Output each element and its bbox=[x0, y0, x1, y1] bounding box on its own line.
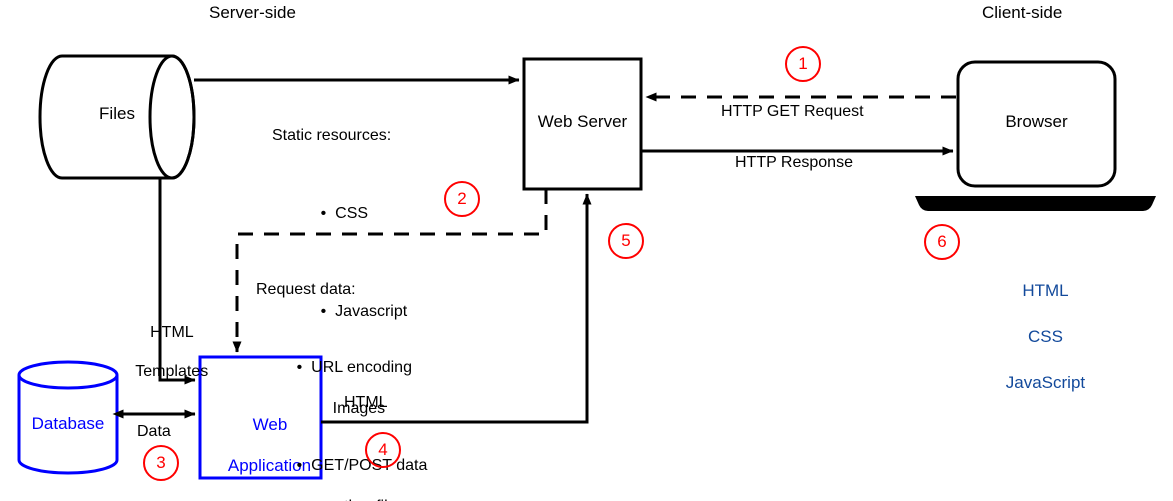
node-web-application-label-line1: Web bbox=[252, 414, 288, 434]
static-resources-heading: Static resources: bbox=[272, 127, 392, 145]
step-badge-3[interactable]: 3 bbox=[143, 445, 179, 481]
step-badge-1[interactable]: 1 bbox=[785, 46, 821, 82]
edge-label-html-templates: HTML Templates bbox=[115, 303, 211, 401]
node-web-application-label: Web Application bbox=[198, 394, 323, 498]
edge-label-static-resources: Static resources: • CSS • Javascript Ima… bbox=[272, 87, 407, 501]
node-files-shape bbox=[38, 54, 196, 180]
bullet-icon: • bbox=[296, 359, 312, 377]
request-data-heading: Request data: bbox=[256, 281, 356, 299]
html-templates-line1: HTML bbox=[150, 323, 194, 341]
node-web-application-label-line2: Application bbox=[227, 456, 312, 476]
step-badge-4[interactable]: 4 bbox=[365, 432, 401, 468]
node-web-application-shape bbox=[198, 355, 323, 480]
node-web-server-label: Web Server bbox=[537, 112, 628, 131]
bullet-icon: • bbox=[296, 456, 312, 474]
bullet-icon: • bbox=[320, 205, 336, 223]
static-resources-item-2: Images bbox=[332, 400, 386, 418]
static-resources-item-0: • CSS bbox=[320, 205, 369, 223]
edge-html-line bbox=[321, 193, 592, 424]
node-files-label: Files bbox=[99, 104, 135, 123]
html-templates-line2: Templates bbox=[135, 362, 209, 380]
step-badge-6[interactable]: 6 bbox=[924, 224, 960, 260]
client-stack-html: HTML bbox=[1022, 280, 1069, 300]
edge-label-data: Data bbox=[137, 423, 171, 440]
static-resources-item-1: • Javascript bbox=[320, 302, 408, 320]
edge-label-http-response: HTTP Response bbox=[735, 154, 853, 171]
bullet-icon: • bbox=[321, 498, 336, 501]
browser-stand-shape bbox=[915, 196, 1156, 211]
node-browser-label: Browser bbox=[1005, 112, 1068, 131]
node-browser-shape bbox=[956, 60, 1117, 188]
client-stack-javascript: JavaScript bbox=[1005, 372, 1086, 392]
section-title-server-side: Server-side bbox=[209, 3, 296, 22]
edge-html-templates-line bbox=[158, 178, 196, 385]
node-web-server-shape bbox=[522, 57, 643, 191]
request-data-item-0: • URL encoding bbox=[296, 359, 412, 377]
edge-label-html: HTML bbox=[344, 394, 388, 411]
node-database-label: Database bbox=[31, 414, 105, 433]
client-stack-label: HTML CSS JavaScript bbox=[960, 257, 1112, 418]
node-database-shape bbox=[17, 360, 119, 475]
edge-label-http-get-request: HTTP GET Request bbox=[721, 103, 864, 120]
section-title-client-side: Client-side bbox=[982, 3, 1063, 22]
step-badge-2[interactable]: 2 bbox=[444, 181, 480, 217]
client-stack-css: CSS bbox=[1027, 326, 1063, 346]
step-badge-5[interactable]: 5 bbox=[608, 223, 644, 259]
static-resources-item-3: • other files bbox=[272, 477, 407, 501]
edge-label-request-data: Request data: • URL encoding • GET/POST … bbox=[256, 241, 427, 501]
bullet-icon: • bbox=[320, 302, 336, 320]
request-data-item-1: • GET/POST data bbox=[296, 456, 428, 474]
